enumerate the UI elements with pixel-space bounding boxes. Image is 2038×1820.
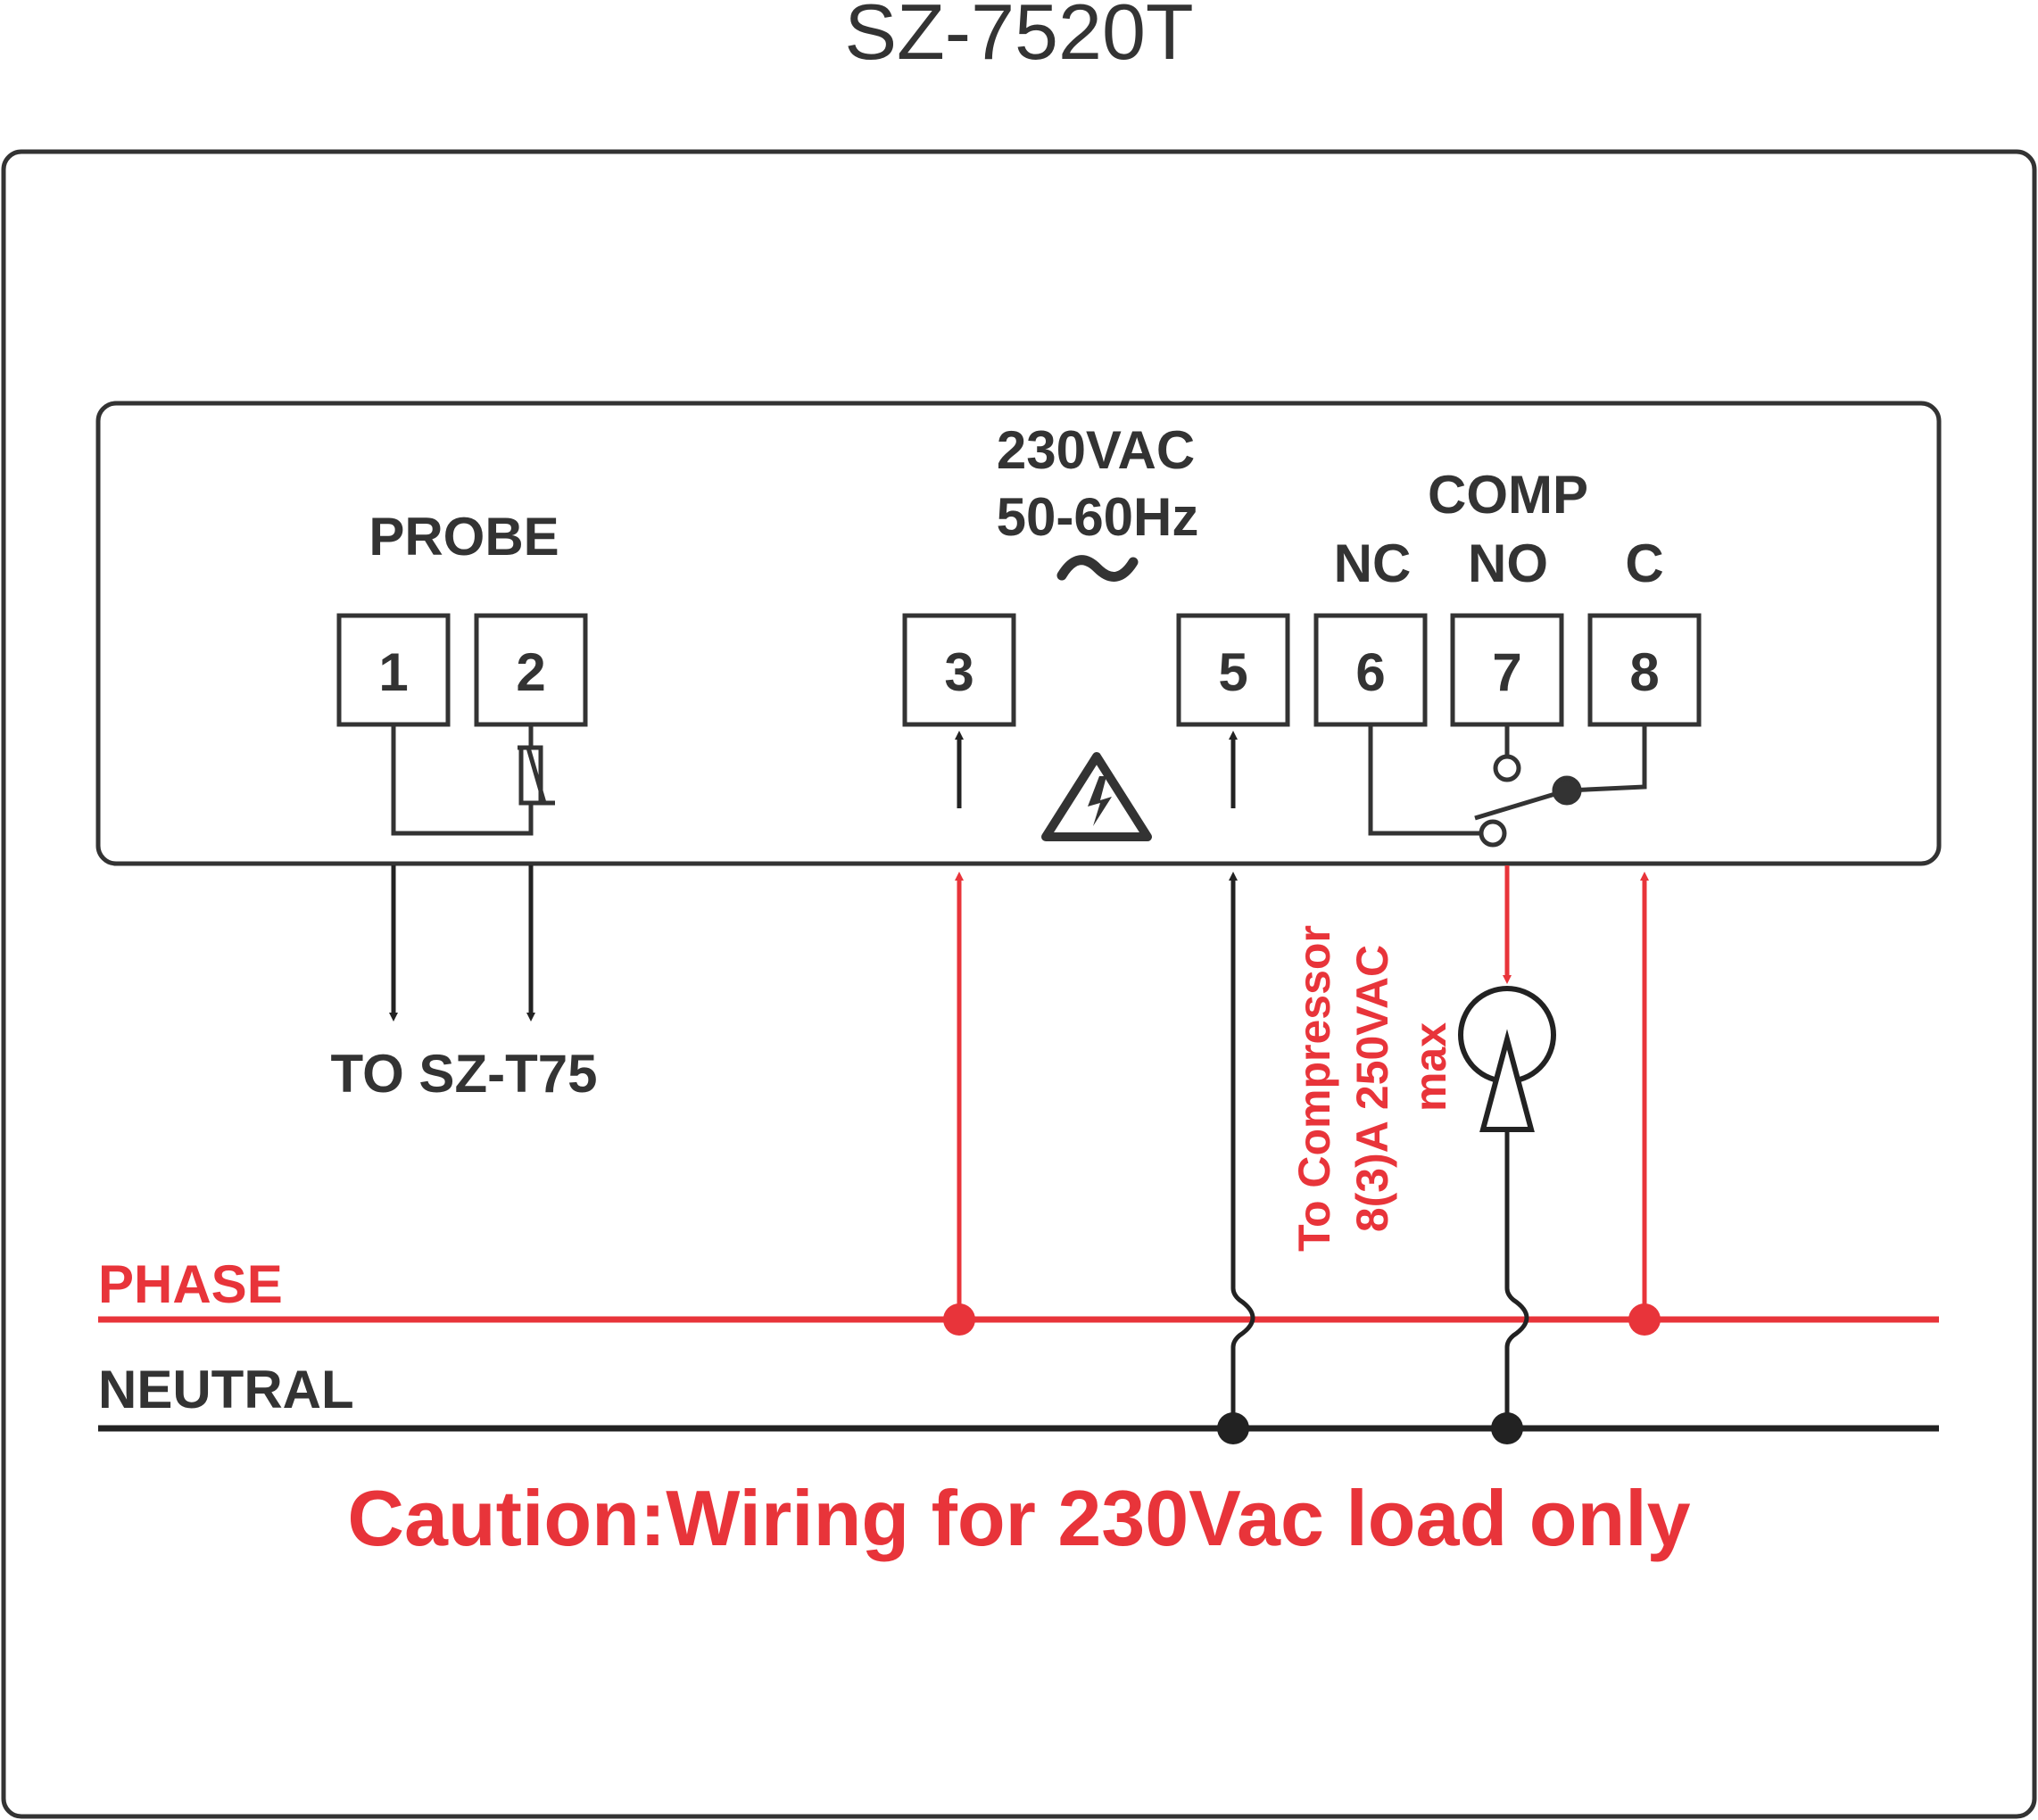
- comp-label: COMP: [1428, 465, 1588, 525]
- compressor-motor-icon: [1458, 986, 1556, 1132]
- outer-frame: [1, 149, 2037, 1819]
- controller-body: [95, 401, 1942, 866]
- compressor-label-line3: max: [1405, 1022, 1455, 1112]
- terminal-5[interactable]: 5: [1176, 613, 1290, 727]
- terminal-7[interactable]: 7: [1450, 613, 1564, 727]
- terminal-number: 6: [1355, 642, 1385, 702]
- ntc-sensor-icon: [391, 724, 555, 836]
- terminal-number: 8: [1629, 642, 1659, 702]
- terminal-1[interactable]: 1: [336, 613, 451, 727]
- nc-label: NC: [1334, 534, 1412, 593]
- terminal-2[interactable]: 2: [474, 613, 588, 727]
- compressor-label-line2: 8(3)A 250VAC: [1347, 945, 1397, 1232]
- terminal-8[interactable]: 8: [1587, 613, 1702, 727]
- neutral-to-terminal-5: [1229, 872, 1255, 1428]
- neutral-label: NEUTRAL: [98, 1360, 354, 1419]
- phase-label: PHASE: [98, 1254, 283, 1314]
- high-voltage-warning-icon: [1041, 752, 1152, 841]
- probe-label: PROBE: [369, 507, 559, 567]
- diagram-title: SZ-7520T: [844, 0, 1193, 76]
- terminal-number: 7: [1492, 642, 1521, 702]
- junction-dot: [1491, 1412, 1523, 1444]
- supply-frequency-label: 50-60Hz: [997, 487, 1199, 547]
- no-label: NO: [1468, 534, 1548, 593]
- terminal-number: 1: [378, 642, 408, 702]
- compressor-label-line1: To Compressor: [1289, 925, 1339, 1252]
- relay-switch-icon: [1368, 724, 1647, 848]
- terminal-number: 2: [516, 642, 545, 702]
- c-label: C: [1625, 534, 1663, 593]
- terminal-number: 3: [944, 642, 973, 702]
- ac-tilde-icon: [1056, 555, 1139, 582]
- compressor-to-neutral: [1504, 1129, 1529, 1428]
- junction-dot: [1628, 1303, 1661, 1336]
- supply-voltage-label: 230VAC: [997, 420, 1195, 480]
- caution-text: Caution:Wiring for 230Vac load only: [347, 1474, 1690, 1562]
- terminal-3[interactable]: 3: [902, 613, 1016, 727]
- terminal-6[interactable]: 6: [1313, 613, 1428, 727]
- probe-target-label: TO SZ-T75: [331, 1044, 598, 1104]
- junction-dot: [1217, 1412, 1249, 1444]
- junction-dot: [943, 1303, 975, 1336]
- terminal-number: 5: [1218, 642, 1247, 702]
